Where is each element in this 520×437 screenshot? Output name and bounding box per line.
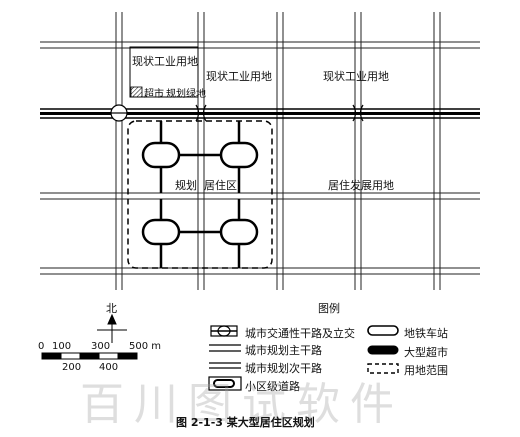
label-supermarket: 超市 — [144, 89, 164, 100]
label-planned-green: 规划绿地 — [166, 89, 206, 100]
interchange-west — [110, 104, 128, 122]
vertical-main-roads — [115, 12, 441, 290]
arterial-traffic-road — [40, 108, 480, 119]
arterial-with-interchange-symbol — [210, 325, 238, 337]
figure-caption: 图 2-1-3 某大型居住区规划 — [176, 416, 315, 429]
legend-label-secondary-road: 城市规划次干路 — [245, 362, 322, 375]
legend-label-boundary: 用地范围 — [404, 364, 448, 377]
horizontal-main-roads — [40, 41, 480, 275]
scale-tick-400: 400 — [99, 362, 119, 373]
north-label: 北 — [106, 302, 117, 315]
label-planned-residential-b: 居住区 — [204, 179, 237, 192]
label-existing-industrial-2: 现状工业用地 — [206, 70, 272, 83]
label-planned-residential-a: 规划 — [175, 179, 197, 192]
label-existing-industrial-3: 现状工业用地 — [323, 70, 389, 83]
local-road-loops — [141, 121, 259, 268]
legend-label-arterial: 城市交通性干路及立交 — [245, 327, 355, 340]
north-arrow — [97, 313, 127, 343]
legend-label-subway-station: 地铁车站 — [404, 327, 448, 340]
scale-tick-500: 500 m — [129, 341, 162, 352]
interchange-center — [195, 104, 207, 122]
label-residential-development: 居住发展用地 — [328, 179, 394, 192]
subway-station-symbol — [367, 325, 399, 336]
label-existing-industrial-boxed: 现状工业用地 — [132, 55, 198, 68]
supermarket-symbol — [367, 345, 399, 355]
local-road-symbol — [208, 376, 242, 391]
legend-label-supermarket: 大型超市 — [404, 346, 448, 359]
supermarket-block — [130, 86, 143, 98]
scale-tick-300: 300 — [91, 341, 111, 352]
existing-industrial-boxed-area — [129, 46, 199, 98]
legend-title: 图例 — [318, 302, 340, 315]
scale-tick-0: 0 — [38, 341, 45, 352]
legend-label-local-road: 小区级道路 — [245, 380, 300, 393]
secondary-road-symbol — [209, 362, 241, 369]
main-road-symbol — [209, 344, 241, 352]
legend-label-main-road: 城市规划主干路 — [245, 344, 322, 357]
scale-tick-200: 200 — [62, 362, 82, 373]
legend-symbols — [208, 325, 399, 391]
boundary-dashed-symbol — [367, 363, 399, 374]
residential-boundary — [127, 120, 273, 269]
interchange-east — [352, 104, 364, 122]
scale-tick-100: 100 — [52, 341, 72, 352]
scale-bar — [41, 352, 138, 360]
